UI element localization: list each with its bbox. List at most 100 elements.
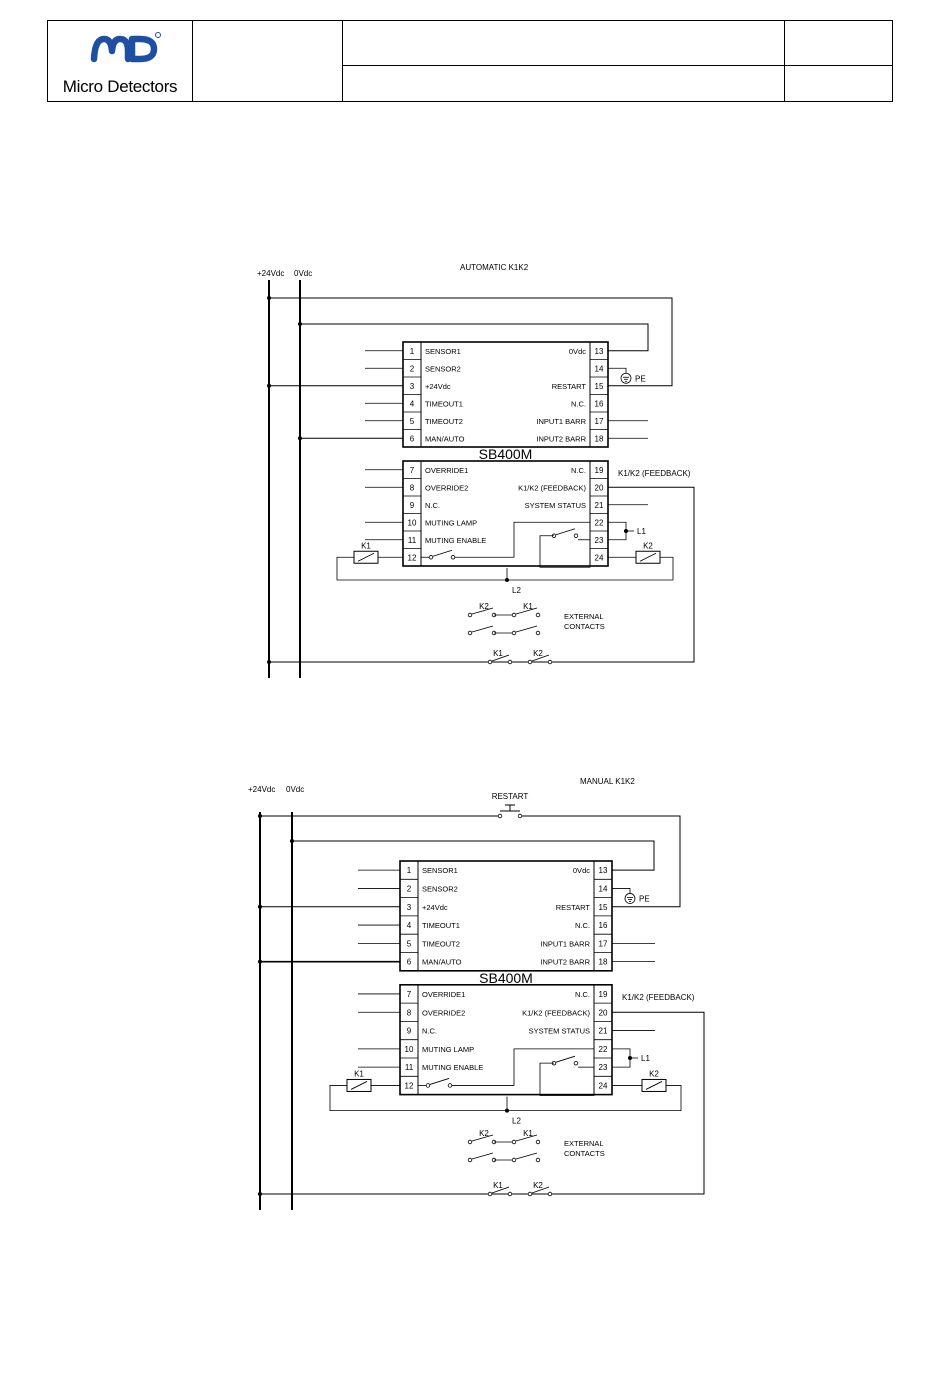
contact-terminal (547, 1191, 553, 1197)
external-k2-label: K2 (479, 1129, 489, 1138)
wire-feedback (269, 486, 695, 663)
l1-label: L1 (637, 527, 646, 536)
device-name: SB400M (479, 970, 533, 986)
terminal-label: +24Vdc (422, 903, 448, 912)
wire-l1 (608, 521, 627, 541)
terminal-number: 9 (407, 1027, 412, 1036)
terminal-number: 10 (408, 518, 417, 527)
terminal-label: TIMEOUT2 (422, 939, 460, 948)
external-contact-k2 (471, 1152, 494, 1160)
external-contact-k1 (515, 625, 538, 633)
contact-terminal (467, 630, 473, 636)
terminal-number: 20 (595, 483, 604, 492)
terminal-number: 6 (407, 958, 412, 967)
terminal-number: 17 (595, 417, 604, 426)
terminal-number: 11 (408, 536, 417, 545)
terminal-number: 22 (599, 1045, 608, 1054)
feedback-contact-k2 (531, 654, 550, 662)
terminal-number: 23 (595, 536, 604, 545)
terminal-label: N.C. (571, 399, 586, 408)
terminal-label: MUTING LAMP (422, 1045, 474, 1054)
terminal-label: MUTING ENABLE (422, 1063, 483, 1072)
terminal-number: 23 (599, 1063, 608, 1072)
restart-button-label: RESTART (492, 792, 529, 801)
external-contact-k2 (471, 625, 494, 633)
terminal-label: RESTART (552, 382, 587, 391)
terminal-number: 17 (599, 939, 608, 948)
feedback-contact-k1 (491, 654, 510, 662)
junction-dot (267, 660, 271, 664)
terminal-label: 0Vdc (569, 347, 586, 356)
terminal-number: 1 (407, 866, 412, 875)
contact-terminal (511, 1157, 517, 1163)
status-contact (555, 528, 576, 536)
contact-terminal (467, 1139, 473, 1145)
terminal-label: INPUT1 BARR (536, 417, 586, 426)
junction-dot (505, 578, 509, 582)
relay-coil-mark (357, 552, 375, 562)
junction-dot (267, 296, 271, 300)
coil-label: K1 (361, 541, 371, 550)
junction-dot (258, 1192, 262, 1196)
terminal-number: 2 (410, 364, 415, 373)
terminal-number: 15 (595, 382, 604, 391)
terminal-number: 4 (410, 399, 415, 408)
feedback-label: K1/K2 (FEEDBACK) (618, 469, 691, 478)
rail-label-positive: +24Vdc (257, 269, 284, 278)
feedback-contact-k1 (491, 1186, 510, 1194)
terminal-number: 6 (410, 434, 415, 443)
contact-terminal (535, 1157, 541, 1163)
external-contact-k2 (471, 607, 494, 615)
terminal-label: SYSTEM STATUS (525, 501, 586, 510)
terminal-number: 12 (408, 553, 417, 562)
contacts-label: CONTACTS (564, 1149, 605, 1158)
feedback-contact-k2 (531, 1186, 550, 1194)
external-contact-k1 (515, 1134, 538, 1142)
terminal-number: 20 (599, 1008, 608, 1017)
header-divider (342, 21, 343, 101)
device-lower-block (402, 460, 609, 567)
feedback-k1-label: K1 (493, 649, 503, 658)
wire-restart (522, 815, 681, 908)
terminal-number: 8 (410, 483, 415, 492)
diagram-title: AUTOMATIC K1K2 (460, 263, 529, 272)
contact-terminal (535, 612, 541, 618)
pe-label: PE (639, 894, 650, 903)
diagram-title: MANUAL K1K2 (580, 777, 635, 786)
terminal-label: OVERRIDE1 (422, 990, 465, 999)
contact-terminal (573, 533, 579, 538)
terminal-number: 2 (407, 884, 412, 893)
company-name: Micro Detectors (62, 77, 178, 96)
terminal-label: N.C. (575, 921, 590, 930)
contact-terminal (467, 612, 473, 618)
wire-pe (608, 367, 627, 374)
l1-label: L1 (641, 1054, 650, 1063)
wire-0vdc-loop (292, 840, 655, 871)
coil-label: K2 (643, 541, 653, 550)
terminal-number: 13 (595, 347, 604, 356)
contact-terminal (535, 630, 541, 636)
terminal-number: 5 (410, 417, 415, 426)
relay-coil-mark (645, 1081, 663, 1090)
contact-terminal (527, 1191, 533, 1197)
contact-terminal (507, 1191, 513, 1197)
wire-pe (612, 888, 631, 894)
ground-icon (620, 372, 632, 384)
wire-feedback (260, 1011, 705, 1195)
feedback-k1-label: K1 (493, 1181, 503, 1190)
terminal-number: 18 (599, 958, 608, 967)
rail-label-negative: 0Vdc (294, 269, 312, 278)
terminal-number: 21 (599, 1027, 608, 1036)
external-contact-k2 (471, 1134, 494, 1142)
terminal-label: TIMEOUT1 (422, 921, 460, 930)
contacts-label: CONTACTS (564, 622, 605, 631)
terminal-number: 3 (407, 903, 412, 912)
header-divider (192, 21, 193, 101)
terminal-label: MAN/AUTO (425, 434, 465, 443)
junction-dot (290, 839, 294, 843)
terminal-label: TIMEOUT2 (425, 417, 463, 426)
contact-terminal (511, 630, 517, 636)
terminal-number: 9 (410, 501, 415, 510)
terminal-label: 0Vdc (573, 866, 590, 875)
